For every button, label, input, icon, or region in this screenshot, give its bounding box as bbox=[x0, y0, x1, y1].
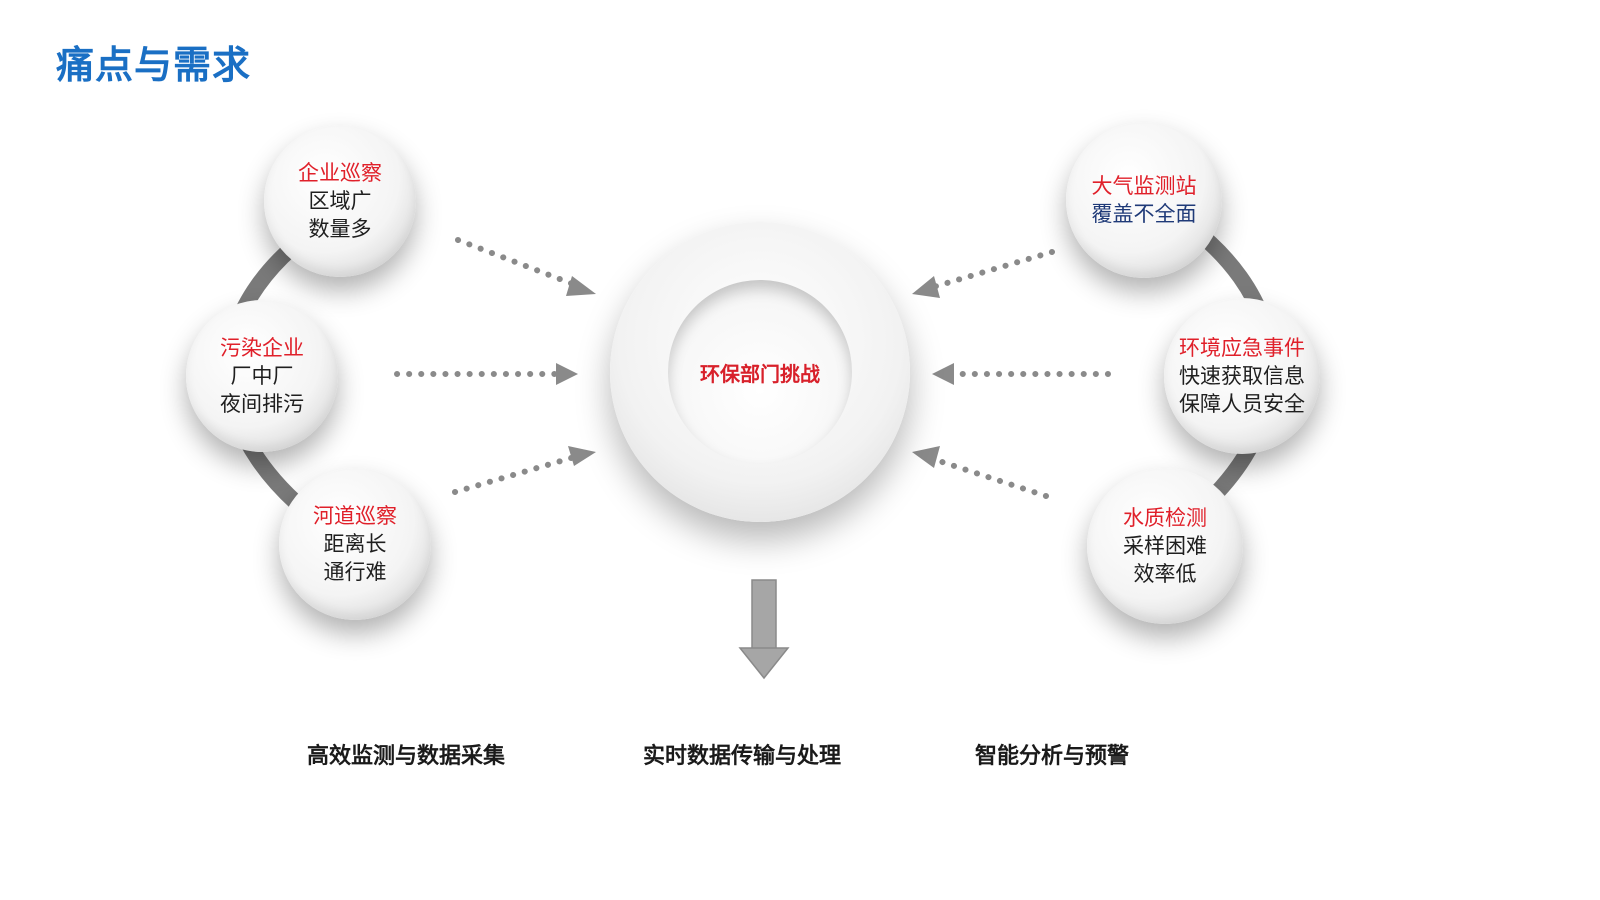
bottom-label-analysis: 智能分析与预警 bbox=[975, 744, 1130, 769]
arrowhead-left-mid bbox=[556, 363, 578, 385]
arrowhead-right-bottom bbox=[912, 446, 940, 468]
node-air-monitoring: 大气监测站 覆盖不全面 bbox=[1066, 122, 1222, 278]
center-label: 环保部门挑战 bbox=[700, 361, 820, 386]
arrow-right-top bbox=[927, 249, 1055, 291]
node-title: 环境应急事件 bbox=[1179, 336, 1305, 360]
node-line: 覆盖不全面 bbox=[1091, 202, 1197, 226]
node-title: 污染企业 bbox=[220, 336, 304, 360]
node-line: 通行难 bbox=[323, 560, 387, 584]
node-line: 快速获取信息 bbox=[1179, 364, 1305, 388]
node-line: 效率低 bbox=[1133, 562, 1197, 586]
down-arrow bbox=[738, 579, 790, 680]
arrow-right-bottom bbox=[927, 455, 1049, 499]
node-line: 区域广 bbox=[308, 189, 372, 213]
node-enterprise-patrol: 企业巡察 区域广 数量多 bbox=[264, 125, 416, 277]
node-line: 夜间排污 bbox=[220, 392, 304, 416]
node-title: 大气监测站 bbox=[1091, 174, 1197, 198]
node-title: 水质检测 bbox=[1123, 506, 1207, 530]
node-line: 保障人员安全 bbox=[1179, 392, 1305, 416]
node-river-patrol: 河道巡察 距离长 通行难 bbox=[279, 468, 431, 620]
node-emergency-event: 环境应急事件 快速获取信息 保障人员安全 bbox=[1164, 298, 1320, 454]
arrow-left-top bbox=[455, 237, 581, 289]
center-node: 环保部门挑战 bbox=[668, 280, 852, 464]
node-polluting-enterprise: 污染企业 厂中厂 夜间排污 bbox=[186, 300, 338, 452]
arrowhead-right-mid bbox=[932, 363, 954, 385]
node-line: 采样困难 bbox=[1123, 534, 1207, 558]
bottom-label-transmission: 实时数据传输与处理 bbox=[643, 744, 842, 769]
page-title: 痛点与需求 bbox=[56, 43, 252, 87]
bottom-label-monitoring: 高效监测与数据采集 bbox=[307, 744, 506, 769]
node-title: 河道巡察 bbox=[313, 504, 397, 528]
node-line: 距离长 bbox=[323, 532, 387, 556]
node-line: 数量多 bbox=[308, 217, 372, 241]
arrowhead-right-top bbox=[912, 276, 940, 298]
node-water-quality: 水质检测 采样困难 效率低 bbox=[1087, 468, 1243, 624]
node-title: 企业巡察 bbox=[298, 161, 382, 185]
arrowhead-left-bottom bbox=[568, 446, 596, 466]
node-line: 厂中厂 bbox=[230, 364, 294, 388]
arrow-left-bottom bbox=[452, 453, 581, 495]
arrowhead-left-top bbox=[566, 276, 596, 296]
